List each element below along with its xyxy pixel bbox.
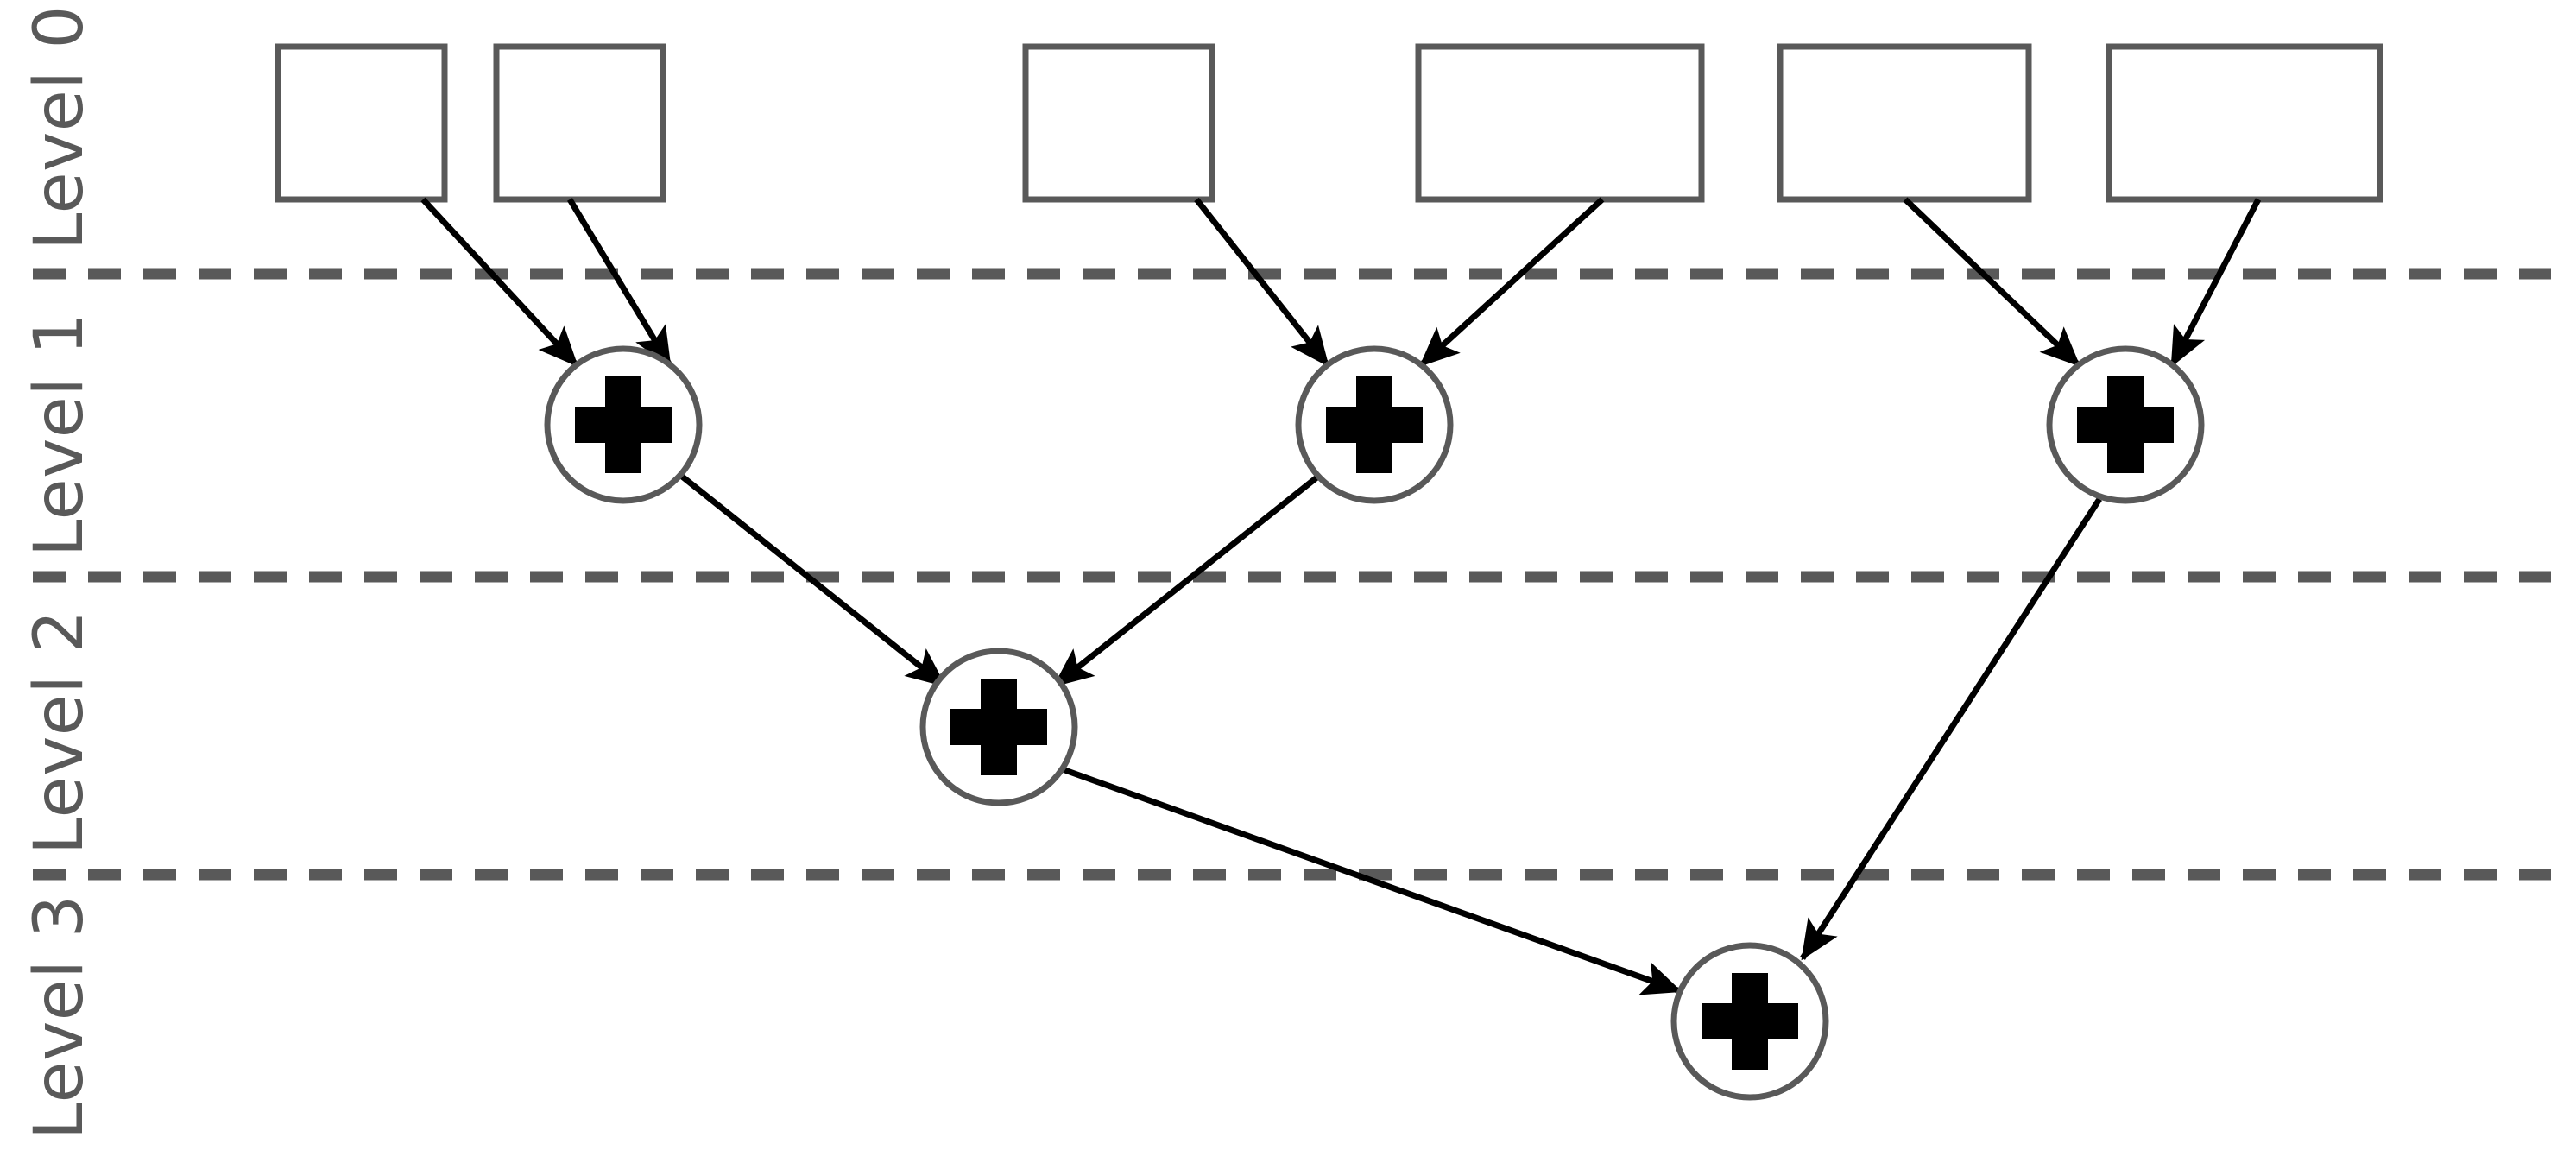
- edge-group: [420, 197, 2262, 995]
- level-0-boxes: [275, 43, 2383, 203]
- op-node-l1-b[interactable]: [1295, 345, 1454, 504]
- plus-icon: [575, 376, 672, 473]
- op-node-l1-c[interactable]: [2046, 345, 2205, 504]
- edge-box1-to-op-l1-a: [420, 197, 579, 368]
- edge-op-l1-a-to-op-l2-a: [679, 473, 947, 688]
- edge-box4-to-op-l1-b: [1418, 197, 1605, 368]
- edge-op-l1-c-to-op-l3-a: [1800, 497, 2102, 961]
- level-2-nodes: [919, 648, 1078, 806]
- edge-box6-to-op-l1-c: [2169, 198, 2262, 368]
- level-3-nodes: [1670, 942, 1829, 1101]
- op-node-l3-a[interactable]: [1670, 942, 1829, 1101]
- leaf-box-3[interactable]: [1022, 43, 1215, 203]
- leaf-box-5[interactable]: [1777, 43, 2032, 203]
- leaf-box-2[interactable]: [493, 43, 666, 203]
- plus-icon: [1702, 973, 1798, 1070]
- level-label-group: Level 0 Level 1 Level 2 Level 3: [21, 5, 98, 1140]
- level-3-label: Level 3: [21, 894, 98, 1140]
- op-node-l1-a[interactable]: [544, 345, 703, 504]
- level-2-label: Level 2: [21, 610, 98, 855]
- edge-box5-to-op-l1-c: [1903, 197, 2081, 368]
- op-node-l2-a[interactable]: [919, 648, 1078, 806]
- edge-box3-to-op-l1-b: [1194, 197, 1330, 368]
- leaf-box-6[interactable]: [2106, 43, 2383, 203]
- edge-op-l2-a-to-op-l3-a: [1058, 765, 1683, 995]
- plus-icon: [950, 679, 1047, 775]
- leaf-box-4[interactable]: [1415, 43, 1705, 203]
- level-1-label: Level 1: [21, 312, 98, 557]
- plus-icon: [1326, 376, 1423, 473]
- level-1-nodes: [544, 345, 2205, 504]
- level-0-label: Level 0: [21, 5, 98, 250]
- plus-icon: [2077, 376, 2174, 473]
- edge-box2-to-op-l1-a: [567, 198, 672, 368]
- leaf-box-1[interactable]: [275, 43, 448, 203]
- edge-op-l1-b-to-op-l2-a: [1052, 473, 1322, 688]
